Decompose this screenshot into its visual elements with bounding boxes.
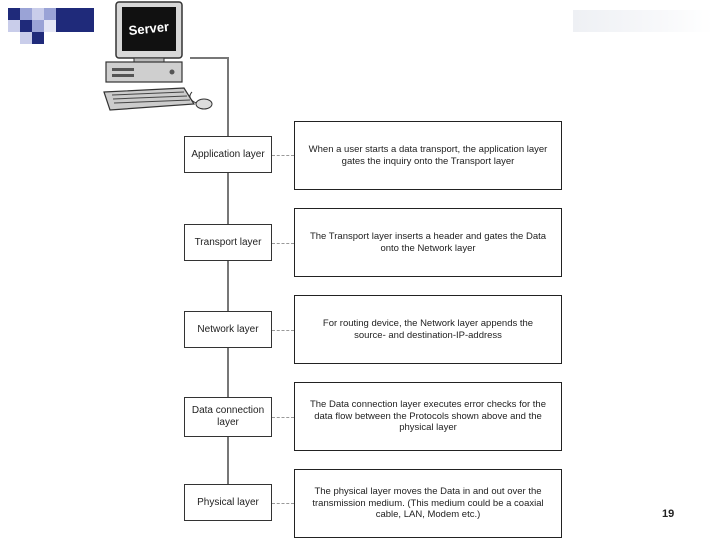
server-computer-icon: Server [103, 1, 213, 111]
layer-label: Network layer [197, 323, 259, 335]
layer-connector [272, 330, 294, 331]
layer-description-transport: The Transport layer inserts a header and… [294, 208, 562, 277]
layer-box-physical: Physical layer [184, 484, 272, 521]
description-text: For routing device, the Network layer ap… [322, 318, 534, 341]
svg-text:Server: Server [128, 19, 170, 38]
layer-label: Transport layer [194, 236, 262, 248]
page-number: 19 [662, 508, 675, 520]
description-text: When a user starts a data transport, the… [308, 144, 548, 167]
layer-connector [272, 243, 294, 244]
description-text: The Transport layer inserts a header and… [309, 231, 547, 254]
layer-box-network: Network layer [184, 311, 272, 348]
layer-label: Application layer [191, 148, 265, 160]
layer-connector [272, 503, 294, 504]
layer-label: Physical layer [197, 496, 259, 508]
decorative-top-bar [573, 10, 713, 32]
layer-description-application: When a user starts a data transport, the… [294, 121, 562, 190]
layer-description-physical: The physical layer moves the Data in and… [294, 469, 562, 538]
layer-box-application: Application layer [184, 136, 272, 173]
layer-description-network: For routing device, the Network layer ap… [294, 295, 562, 364]
layer-connector [272, 417, 294, 418]
connector-line-top [190, 57, 229, 59]
description-text: The Data connection layer executes error… [309, 399, 547, 434]
description-text: The physical layer moves the Data in and… [312, 486, 544, 521]
layer-box-transport: Transport layer [184, 224, 272, 261]
layer-connector [272, 155, 294, 156]
connector-line-vertical [227, 58, 229, 490]
layer-description-data-connection: The Data connection layer executes error… [294, 382, 562, 451]
layer-label: Data connection layer [191, 405, 265, 428]
layer-box-data-connection: Data connection layer [184, 397, 272, 437]
